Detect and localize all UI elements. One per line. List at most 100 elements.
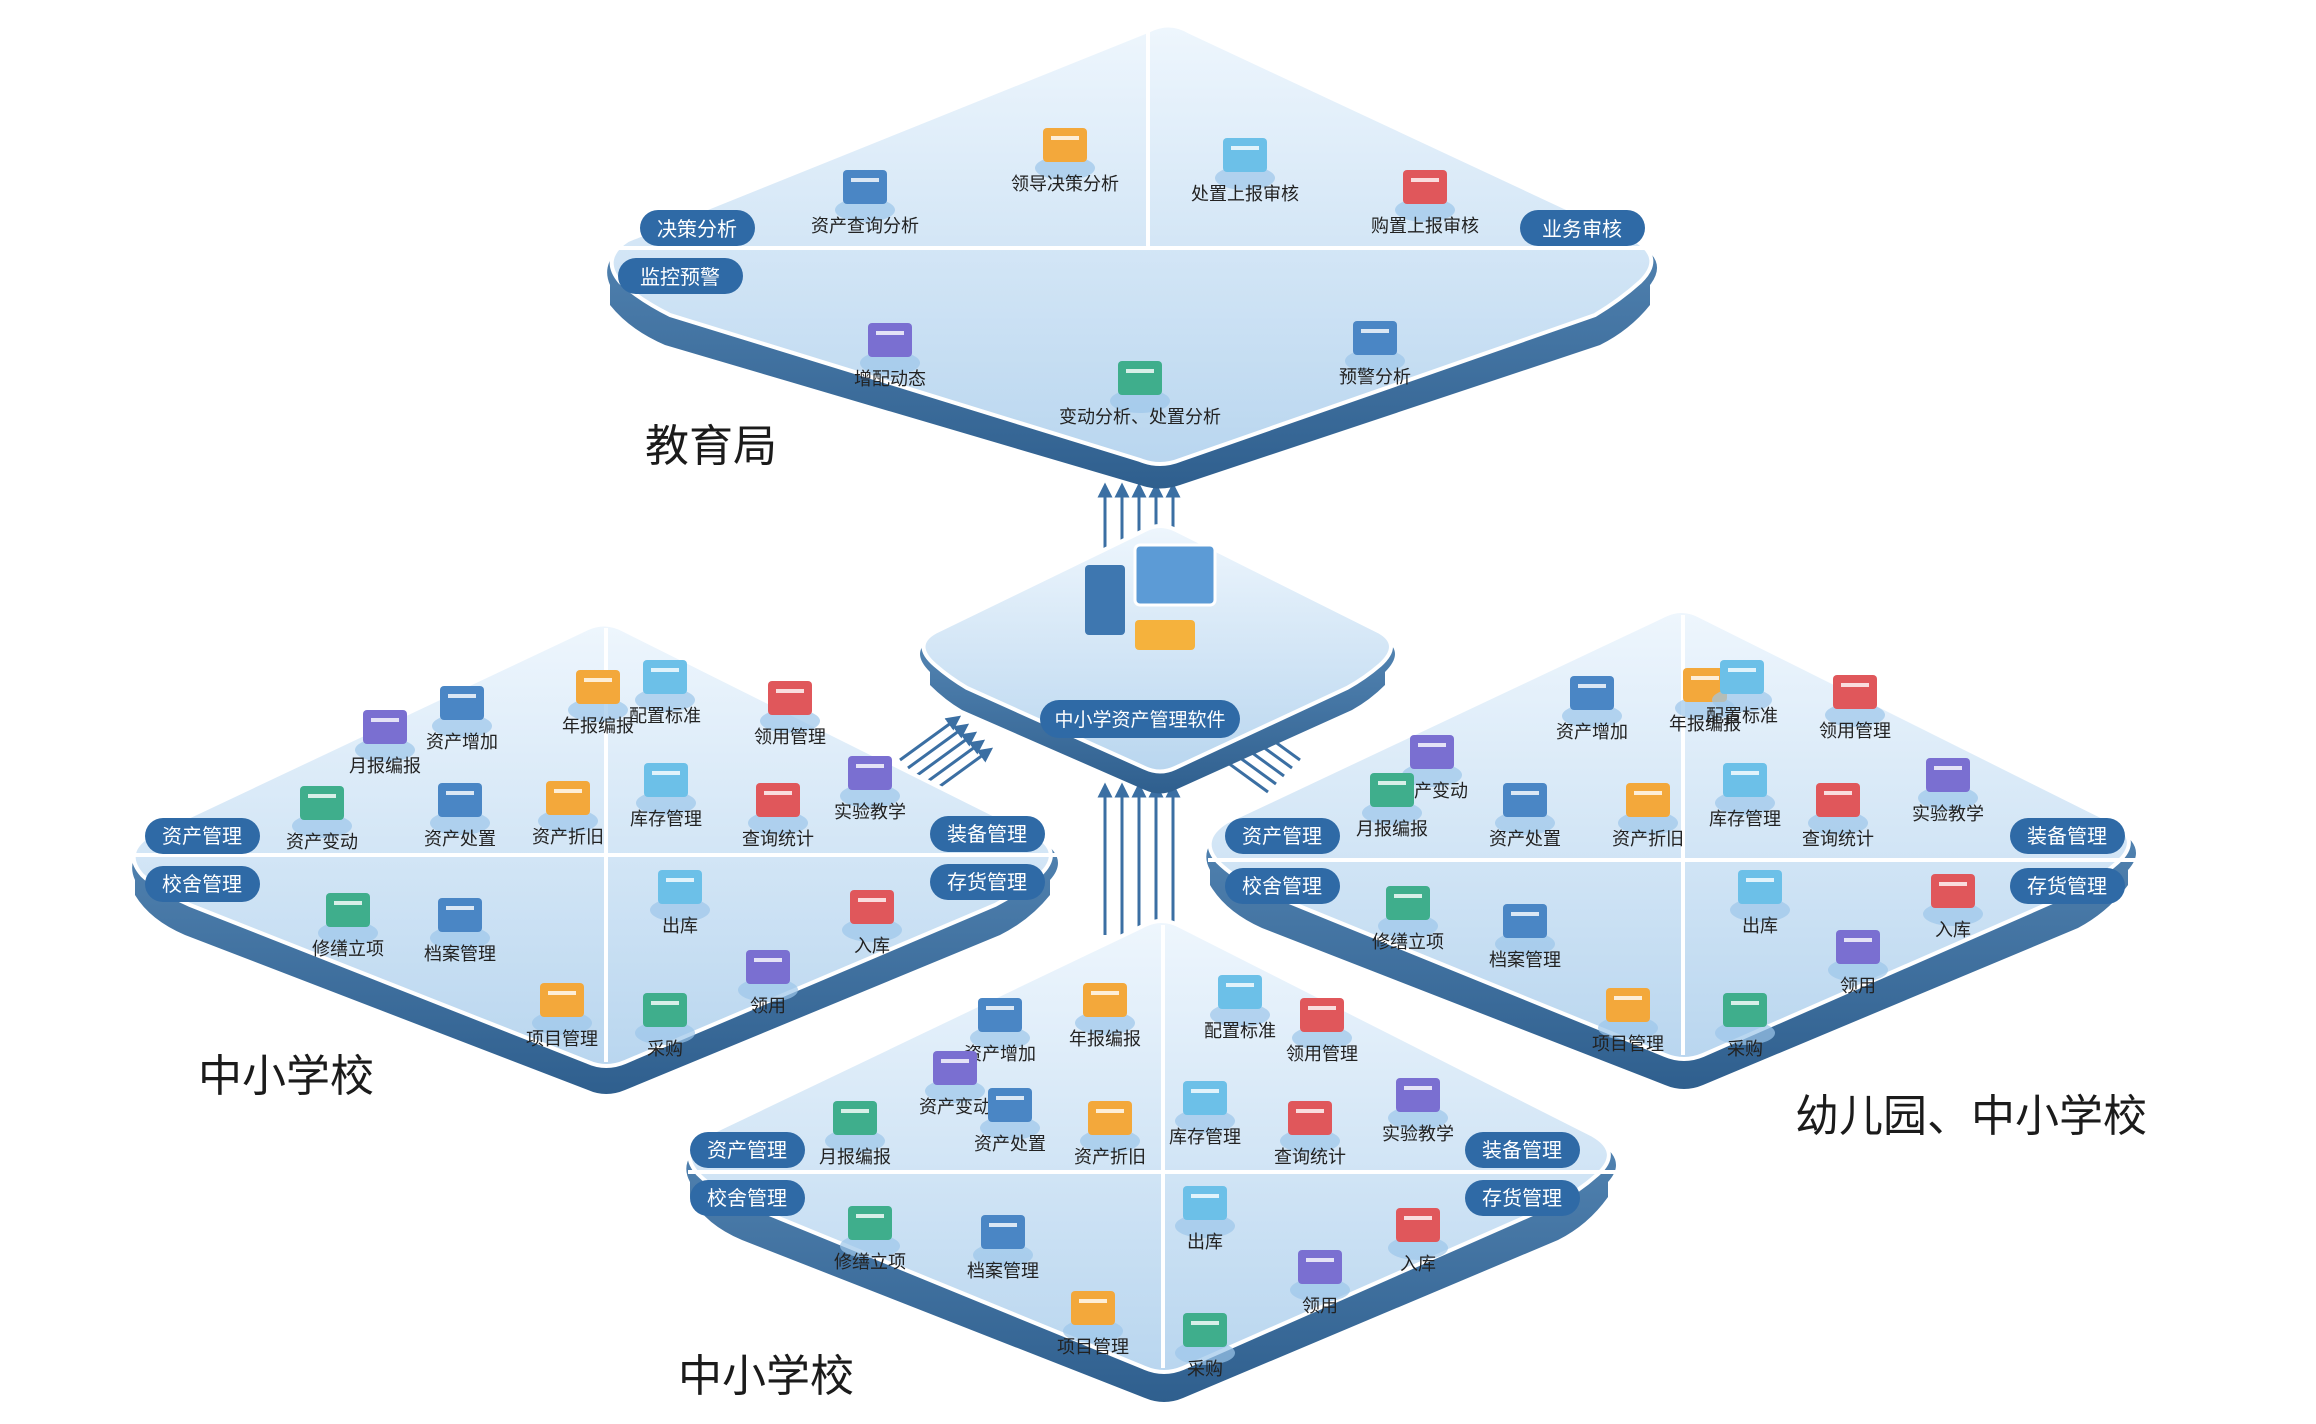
bottom-item-6: 月报编报 <box>819 1101 891 1168</box>
item-screen-icon <box>1396 1078 1440 1112</box>
left-item-label: 采购 <box>647 1039 683 1060</box>
item-screen-icon <box>1816 783 1860 817</box>
left-item-label: 档案管理 <box>424 944 496 965</box>
item-line-icon <box>446 791 474 795</box>
right-item-label: 资产处置 <box>1489 829 1561 850</box>
right-badge-1: 资产管理 <box>1242 824 1322 848</box>
left-school-title: 中小学校 <box>198 1051 374 1102</box>
bottom-item-label: 入库 <box>1400 1254 1436 1275</box>
item-screen-icon <box>1370 773 1414 807</box>
bottom-item-9: 库存管理 <box>1169 1081 1241 1148</box>
item-line-icon <box>1841 683 1869 687</box>
item-line-icon <box>666 878 694 882</box>
arrow-left-to-hub-4 <box>923 739 986 786</box>
item-line-icon <box>308 794 336 798</box>
item-screen-icon <box>326 893 370 927</box>
item-screen-icon <box>1723 763 1767 797</box>
left-badge-4: 存货管理 <box>947 870 1027 894</box>
left-badge-bg-2 <box>930 816 1045 852</box>
item-screen-icon <box>1071 1291 1115 1325</box>
bottom-item-label: 采购 <box>1187 1359 1223 1380</box>
right-item-label: 查询统计 <box>1802 829 1874 850</box>
bottom-item-label: 资产折旧 <box>1074 1147 1146 1168</box>
right-item-9: 库存管理 <box>1709 763 1781 830</box>
bureau-item-4: 购置上报审核 <box>1371 170 1479 237</box>
item-line-icon <box>1231 146 1259 150</box>
bottom-item-label: 出库 <box>1187 1232 1223 1253</box>
item-line-icon <box>996 1096 1024 1100</box>
bottom-item-18: 采购 <box>1175 1313 1235 1380</box>
bottom-badge-bg-4 <box>1465 1180 1580 1216</box>
item-screen-icon <box>981 1215 1025 1249</box>
left-item-9: 库存管理 <box>630 763 702 830</box>
item-screen-icon <box>1738 870 1782 904</box>
bureau-badge-bg-2 <box>1520 210 1645 246</box>
item-line-icon <box>1746 878 1774 882</box>
item-line-icon <box>1939 882 1967 886</box>
item-line-icon <box>1511 912 1539 916</box>
arrow-left-to-hub-3 <box>915 731 978 778</box>
item-line-icon <box>1394 894 1422 898</box>
bottom-item-16: 入库 <box>1388 1208 1448 1275</box>
bureau-badge-2: 业务审核 <box>1542 217 1622 241</box>
item-line-icon <box>1634 791 1662 795</box>
item-line-icon <box>1191 1194 1219 1198</box>
bottom-item-8: 资产折旧 <box>1074 1101 1146 1168</box>
right-item-label: 年报编报 <box>1669 714 1741 735</box>
item-line-icon <box>334 901 362 905</box>
right-item-label: 项目管理 <box>1592 1034 1664 1055</box>
item-screen-icon <box>1300 998 1344 1032</box>
bureau-badge-bg-1 <box>640 210 755 246</box>
bureau-badge-1: 决策分析 <box>657 217 737 241</box>
bottom-item-label: 领用管理 <box>1286 1044 1358 1065</box>
left-item-12: 修缮立项 <box>312 893 384 960</box>
right-item-label: 档案管理 <box>1489 950 1561 971</box>
left-item-11: 实验教学 <box>834 756 906 823</box>
bureau-item-label: 领导决策分析 <box>1011 174 1119 195</box>
bureau-item-2: 领导决策分析 <box>1011 128 1119 195</box>
item-screen-icon <box>978 998 1022 1032</box>
left-item-6: 资产变动 <box>286 786 358 853</box>
item-line-icon <box>1824 791 1852 795</box>
bottom-badge-bg-3 <box>690 1180 805 1216</box>
item-screen-icon <box>1720 660 1764 694</box>
bottom-school-platform: 资产管理装备管理校舍管理存货管理 资产增加年报编报配置标准领用管理资产变动月报编… <box>686 919 1618 1402</box>
item-screen-icon <box>756 783 800 817</box>
right-item-label: 出库 <box>1742 916 1778 937</box>
left-badge-2: 装备管理 <box>947 822 1027 846</box>
item-screen-icon <box>1298 1250 1342 1284</box>
item-screen-icon <box>933 1051 977 1085</box>
item-screen-icon <box>576 670 620 704</box>
item-line-icon <box>941 1059 969 1063</box>
item-screen-icon <box>1723 993 1767 1027</box>
item-screen-icon <box>848 1206 892 1240</box>
right-item-8: 资产折旧 <box>1612 783 1684 850</box>
left-item-label: 入库 <box>854 936 890 957</box>
right-item-6: 月报编报 <box>1356 773 1428 840</box>
right-item-13: 档案管理 <box>1489 904 1561 971</box>
item-screen-icon <box>746 950 790 984</box>
right-item-4: 领用管理 <box>1819 675 1891 742</box>
left-item-label: 库存管理 <box>630 809 702 830</box>
item-line-icon <box>1691 676 1719 680</box>
item-line-icon <box>371 718 399 722</box>
right-item-label: 库存管理 <box>1709 809 1781 830</box>
item-line-icon <box>1731 771 1759 775</box>
item-line-icon <box>1578 684 1606 688</box>
hub-monitor-icon <box>1133 543 1217 607</box>
item-screen-icon <box>658 870 702 904</box>
item-line-icon <box>448 694 476 698</box>
item-line-icon <box>776 689 804 693</box>
bureau-item-7: 预警分析 <box>1339 321 1411 388</box>
right-badge-bg-2 <box>2010 818 2125 854</box>
left-item-18: 采购 <box>635 993 695 1060</box>
item-screen-icon <box>768 681 812 715</box>
left-item-16: 入库 <box>842 890 902 957</box>
left-badge-3: 校舍管理 <box>162 872 242 896</box>
right-badge-bg-1 <box>1225 818 1340 854</box>
bureau-item-label: 处置上报审核 <box>1191 184 1299 205</box>
hub-server-icon <box>1085 565 1125 635</box>
bottom-item-12: 修缮立项 <box>834 1206 906 1273</box>
right-items: 资产增加年报编报配置标准领用管理资产变动月报编报资产处置资产折旧库存管理查询统计… <box>1356 660 1984 1060</box>
